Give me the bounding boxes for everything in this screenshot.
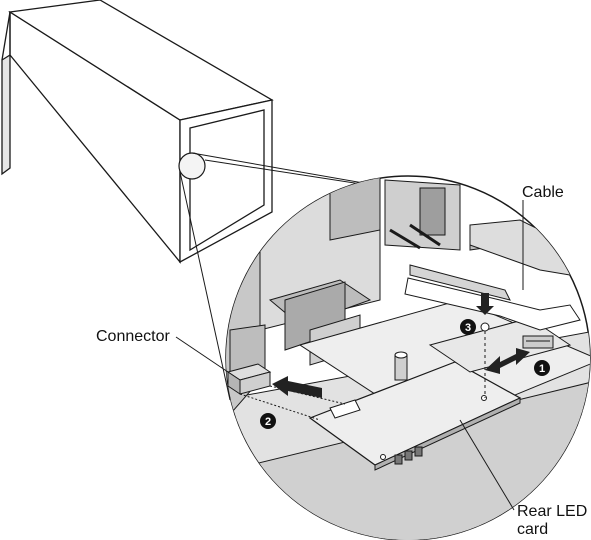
callout-step3: 3 — [460, 319, 476, 335]
connector-label: Connector — [96, 328, 170, 345]
connector-leader — [175, 336, 229, 373]
slide-arrow-step1 — [485, 348, 530, 374]
leader-lines — [175, 200, 524, 511]
callout-step2: 2 — [260, 413, 276, 429]
screw-arrow-step3 — [476, 293, 494, 315]
detail-view — [225, 175, 591, 540]
callout-step1: 1 — [534, 360, 550, 376]
insert-arrow-step2 — [272, 376, 322, 398]
svg-text:1: 1 — [539, 363, 545, 375]
svg-text:2: 2 — [265, 416, 271, 428]
cable-label: Cable — [522, 184, 564, 201]
rear-led-leader — [459, 419, 515, 511]
rear-led-label-line1: Rear LED — [517, 503, 588, 520]
server-chassis — [1, 0, 274, 264]
svg-text:3: 3 — [465, 322, 471, 334]
rear-led-label-line2: card — [517, 521, 549, 538]
